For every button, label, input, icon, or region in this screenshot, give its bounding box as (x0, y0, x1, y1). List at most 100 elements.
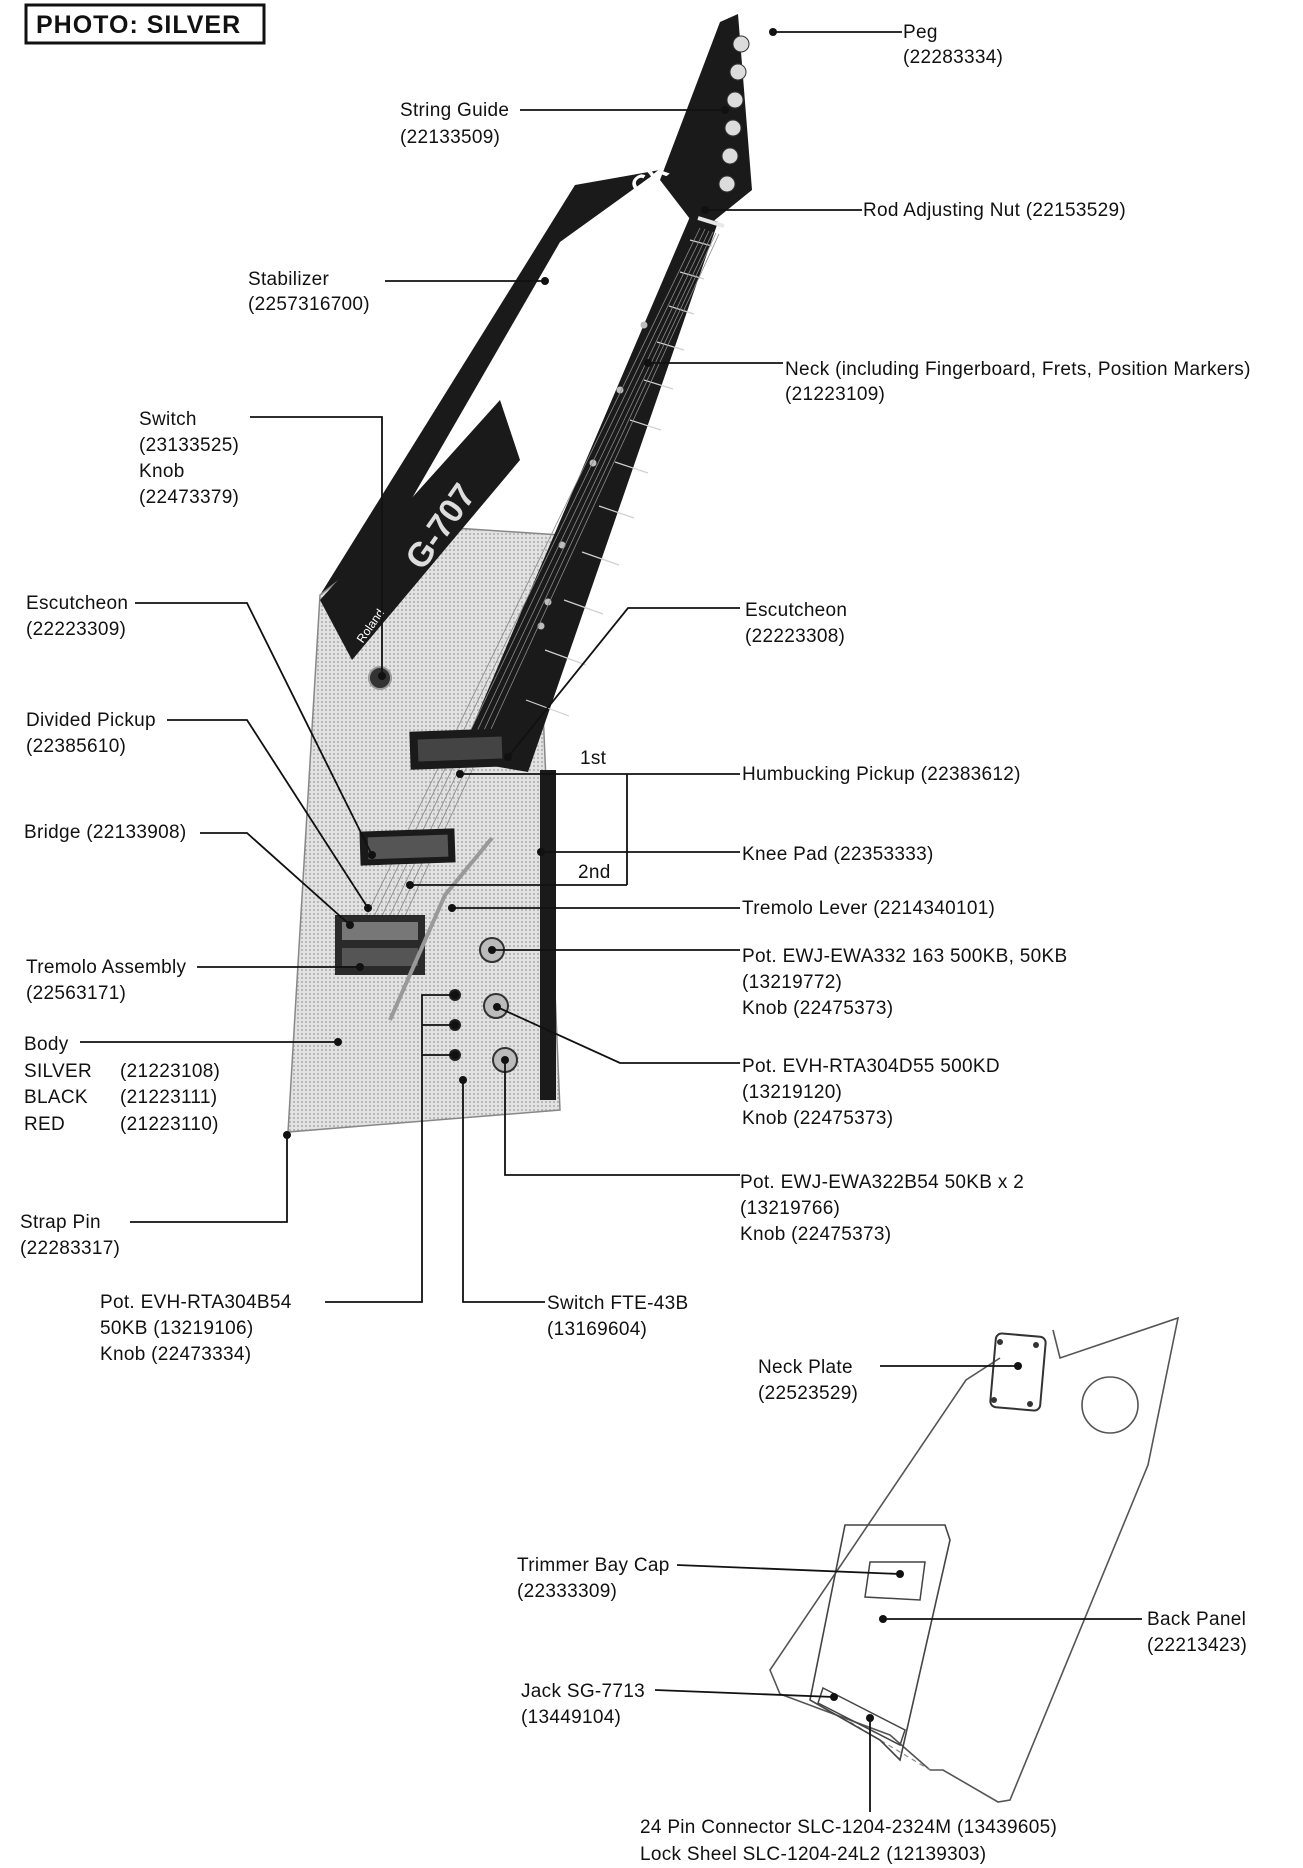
svg-text:RED: RED (24, 1114, 65, 1135)
guitar-back (769, 1316, 1180, 1803)
svg-text:(22563171): (22563171) (26, 983, 126, 1004)
svg-text:(13219120): (13219120) (742, 1082, 842, 1103)
svg-text:24 Pin Connector SLC-1204-2324: 24 Pin Connector SLC-1204-2324M (1343960… (640, 1817, 1057, 1838)
svg-text:Escutcheon: Escutcheon (745, 600, 847, 621)
svg-text:Knob (22475373): Knob (22475373) (742, 998, 893, 1019)
svg-text:(22385610): (22385610) (26, 736, 126, 757)
label-string-guide: String Guide (22133509) (400, 100, 729, 148)
headstock-logo: GR (625, 154, 674, 202)
svg-text:50KB (13219106): 50KB (13219106) (100, 1318, 253, 1339)
svg-text:Neck Plate: Neck Plate (758, 1357, 853, 1378)
svg-text:Knee Pad (22353333): Knee Pad (22353333) (742, 844, 934, 865)
label-peg: Peg (22283334) (769, 22, 1003, 68)
svg-text:Pot. EVH-RTA304D55 500KD: Pot. EVH-RTA304D55 500KD (742, 1056, 1000, 1077)
frets (525, 239, 713, 717)
svg-text:(22523529): (22523529) (758, 1383, 858, 1404)
svg-text:(22283317): (22283317) (20, 1238, 120, 1259)
back-outline (930, 1316, 1180, 1803)
svg-text:Bridge (22133908): Bridge (22133908) (24, 822, 187, 843)
label-pot3: Pot. EWJ-EWA322B54 50KB x 2 (13219766) K… (501, 1056, 1024, 1245)
label-switch-fte: Switch FTE-43B (13169604) (459, 1076, 688, 1340)
svg-text:(21223109): (21223109) (785, 384, 885, 405)
svg-text:Humbucking Pickup (22383612): Humbucking Pickup (22383612) (742, 764, 1021, 785)
svg-text:(22213423): (22213423) (1147, 1635, 1247, 1656)
neck-plate (989, 1332, 1047, 1412)
guitar-front: GR G-707 Roland (287, 14, 752, 1133)
label-stabilizer: Stabilizer (2257316700) (248, 269, 549, 315)
svg-text:(23133525): (23133525) (139, 435, 239, 456)
svg-text:(2257316700): (2257316700) (248, 294, 370, 315)
svg-text:Neck (including Fingerboard, F: Neck (including Fingerboard, Frets, Posi… (785, 359, 1251, 380)
svg-text:Trimmer Bay Cap: Trimmer Bay Cap (517, 1555, 670, 1576)
svg-text:Pot. EWJ-EWA332 163 500KB, 50K: Pot. EWJ-EWA332 163 500KB, 50KB (742, 946, 1067, 967)
svg-text:Switch: Switch (139, 409, 197, 430)
svg-text:(21223108): (21223108) (120, 1061, 220, 1082)
header: PHOTO: SILVER (24, 3, 266, 45)
divided-pickup (359, 828, 456, 866)
svg-text:Tremolo Assembly: Tremolo Assembly (26, 957, 187, 978)
svg-text:2nd: 2nd (578, 862, 611, 883)
svg-text:(22473379): (22473379) (139, 487, 239, 508)
label-bridge: Bridge (22133908) (24, 822, 354, 929)
label-pickup-positions: 1st 2nd Humbucking Pickup (22383612) (406, 748, 1021, 889)
knee-pad (540, 770, 556, 1100)
humbucking-pickup (409, 728, 511, 770)
svg-text:Jack SG-7713: Jack SG-7713 (521, 1681, 645, 1702)
label-escutcheon-left: Escutcheon (22223309) (26, 593, 376, 859)
label-neck: Neck (including Fingerboard, Frets, Posi… (644, 359, 1251, 405)
label-trimmer: Trimmer Bay Cap (22333309) (517, 1555, 904, 1602)
label-tremolo-lever: Tremolo Lever (2214340101) (448, 898, 995, 919)
connector-plate (817, 1686, 906, 1747)
label-knee-pad: Knee Pad (22353333) (537, 844, 934, 865)
label-pot2: Pot. EVH-RTA304D55 500KD (13219120) Knob… (493, 1003, 1000, 1129)
svg-text:(13449104): (13449104) (521, 1707, 621, 1728)
svg-text:(13169604): (13169604) (547, 1319, 647, 1340)
svg-text:Divided Pickup: Divided Pickup (26, 710, 156, 731)
svg-text:Knob (22475373): Knob (22475373) (740, 1224, 891, 1245)
body-logo-strip (320, 400, 520, 660)
svg-text:Pot. EWJ-EWA322B54 50KB x 2: Pot. EWJ-EWA322B54 50KB x 2 (740, 1172, 1024, 1193)
svg-text:(13219766): (13219766) (740, 1198, 840, 1219)
svg-text:Pot. EVH-RTA304B54: Pot. EVH-RTA304B54 (100, 1292, 292, 1313)
label-pot1: Pot. EWJ-EWA332 163 500KB, 50KB (1321977… (488, 946, 1067, 1019)
label-pot4: Pot. EVH-RTA304B54 50KB (13219106) Knob … (100, 991, 459, 1365)
svg-text:Switch FTE-43B: Switch FTE-43B (547, 1293, 688, 1314)
svg-text:(22283334): (22283334) (903, 47, 1003, 68)
label-connector: 24 Pin Connector SLC-1204-2324M (1343960… (640, 1714, 1057, 1865)
svg-text:(22333309): (22333309) (517, 1581, 617, 1602)
pegs (718, 35, 750, 193)
svg-text:Rod Adjusting Nut (22153529): Rod Adjusting Nut (22153529) (863, 200, 1126, 221)
label-switch-knob: Switch (23133525) Knob (22473379) (139, 409, 386, 680)
label-neck-plate: Neck Plate (22523529) (758, 1357, 1022, 1404)
label-tremolo-assembly: Tremolo Assembly (22563171) (26, 957, 364, 1004)
label-body: Body SILVER BLACK RED (21223108) (212231… (24, 1034, 342, 1135)
svg-text:(22133509): (22133509) (400, 127, 500, 148)
tremolo-lever (388, 836, 494, 1021)
svg-text:Body: Body (24, 1034, 69, 1055)
svg-text:Peg: Peg (903, 22, 938, 43)
guitar-neck (458, 212, 718, 772)
svg-text:Lock Sheel SLC-1204-24L2 (1213: Lock Sheel SLC-1204-24L2 (12139303) (640, 1844, 986, 1865)
svg-text:Back Panel: Back Panel (1147, 1609, 1246, 1630)
svg-text:Knob: Knob (139, 461, 185, 482)
svg-text:(13219772): (13219772) (742, 972, 842, 993)
svg-text:Stabilizer: Stabilizer (248, 269, 330, 290)
label-back-panel: Back Panel (22213423) (879, 1609, 1247, 1656)
svg-text:(21223110): (21223110) (120, 1114, 219, 1135)
label-divided-pickup: Divided Pickup (22385610) (26, 710, 372, 912)
labels: Peg (22283334) String Guide (22133509) R… (20, 22, 1251, 1865)
svg-text:Strap Pin: Strap Pin (20, 1212, 101, 1233)
svg-text:Tremolo Lever (2214340101): Tremolo Lever (2214340101) (742, 898, 995, 919)
svg-text:1st: 1st (580, 748, 607, 769)
svg-text:String Guide: String Guide (400, 100, 509, 121)
label-escutcheon-right: Escutcheon (22223308) (504, 600, 847, 761)
back-hole (1081, 1376, 1139, 1434)
label-strap-pin: Strap Pin (22283317) (20, 1131, 291, 1259)
svg-text:Escutcheon: Escutcheon (26, 593, 128, 614)
svg-text:BLACK: BLACK (24, 1087, 88, 1108)
back-panel (809, 1524, 951, 1762)
header-title: PHOTO: SILVER (36, 11, 241, 39)
svg-text:Knob (22473334): Knob (22473334) (100, 1344, 251, 1365)
trimmer-bay-cap (864, 1561, 926, 1601)
